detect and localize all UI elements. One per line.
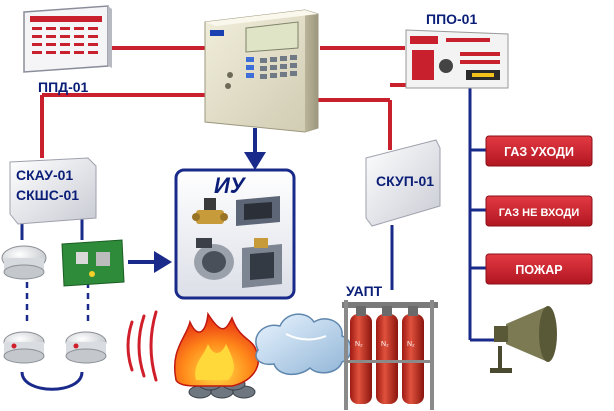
svg-text:N₂: N₂ (407, 341, 415, 348)
valve-icon (192, 198, 228, 224)
signal-label-gas-leave: ГАЗ УХОДИ (504, 145, 574, 159)
fire-damper-icon (242, 238, 282, 288)
svg-text:N₂: N₂ (355, 341, 363, 348)
signal-board-gas-leave: ГАЗ УХОДИ (485, 135, 593, 167)
ppo-label: ППО-01 (426, 11, 477, 27)
skshs-label: СКШС-01 (16, 187, 79, 203)
ppd-panel-icon (30, 16, 102, 22)
signal-waves (126, 310, 158, 382)
signal-boards: ГАЗ УХОДИ ГАЗ НЕ ВХОДИ ПОЖАР (485, 135, 593, 285)
gas-cylinder-icon: N₂ N₂ N₂ (342, 300, 438, 410)
skau-label: СКАУ-01 (16, 167, 73, 183)
ppo-panel-icon (410, 36, 500, 80)
wires (20, 46, 500, 391)
svg-text:N₂: N₂ (381, 341, 389, 348)
loudspeaker-icon (490, 306, 557, 373)
smoke-detector-icon (1, 245, 47, 280)
signal-board-fire: ПОЖАР (485, 253, 593, 285)
skup-unit: СКУП-01 (365, 139, 441, 227)
signal-label-fire: ПОЖАР (515, 263, 562, 277)
arrow-down-icon (244, 152, 266, 170)
signal-label-gas-no-enter: ГАЗ НЕ ВХОДИ (499, 207, 580, 219)
damper-icon (236, 196, 280, 226)
fire-panel-icon (210, 21, 299, 89)
ppd-label: ППД-01 (38, 79, 89, 95)
ppd-panel: ППД-01 (23, 5, 112, 95)
heat-detector-icon-2 (65, 331, 107, 364)
flame-icon (174, 311, 259, 399)
ppo-panel: ППО-01 (405, 11, 509, 89)
sensor-board-icon (61, 239, 125, 287)
round-damper-icon (194, 238, 234, 280)
skup-label: СКУП-01 (376, 173, 434, 189)
iu-label: ИУ (214, 173, 247, 198)
iu-box: ИУ (174, 168, 296, 300)
uapt-label: УАПТ (346, 283, 383, 299)
uapt-unit: УАПТ N₂ N₂ N₂ (342, 283, 438, 410)
arrow-right-icon (154, 251, 172, 273)
main-control-panel (204, 9, 319, 133)
heat-detector-icon (3, 331, 45, 364)
skau-skshs-unit: СКАУ-01 СКШС-01 (9, 157, 97, 225)
detectors (1, 239, 125, 364)
gas-cloud-icon (255, 313, 352, 376)
signal-board-gas-no-enter: ГАЗ НЕ ВХОДИ (485, 195, 593, 227)
